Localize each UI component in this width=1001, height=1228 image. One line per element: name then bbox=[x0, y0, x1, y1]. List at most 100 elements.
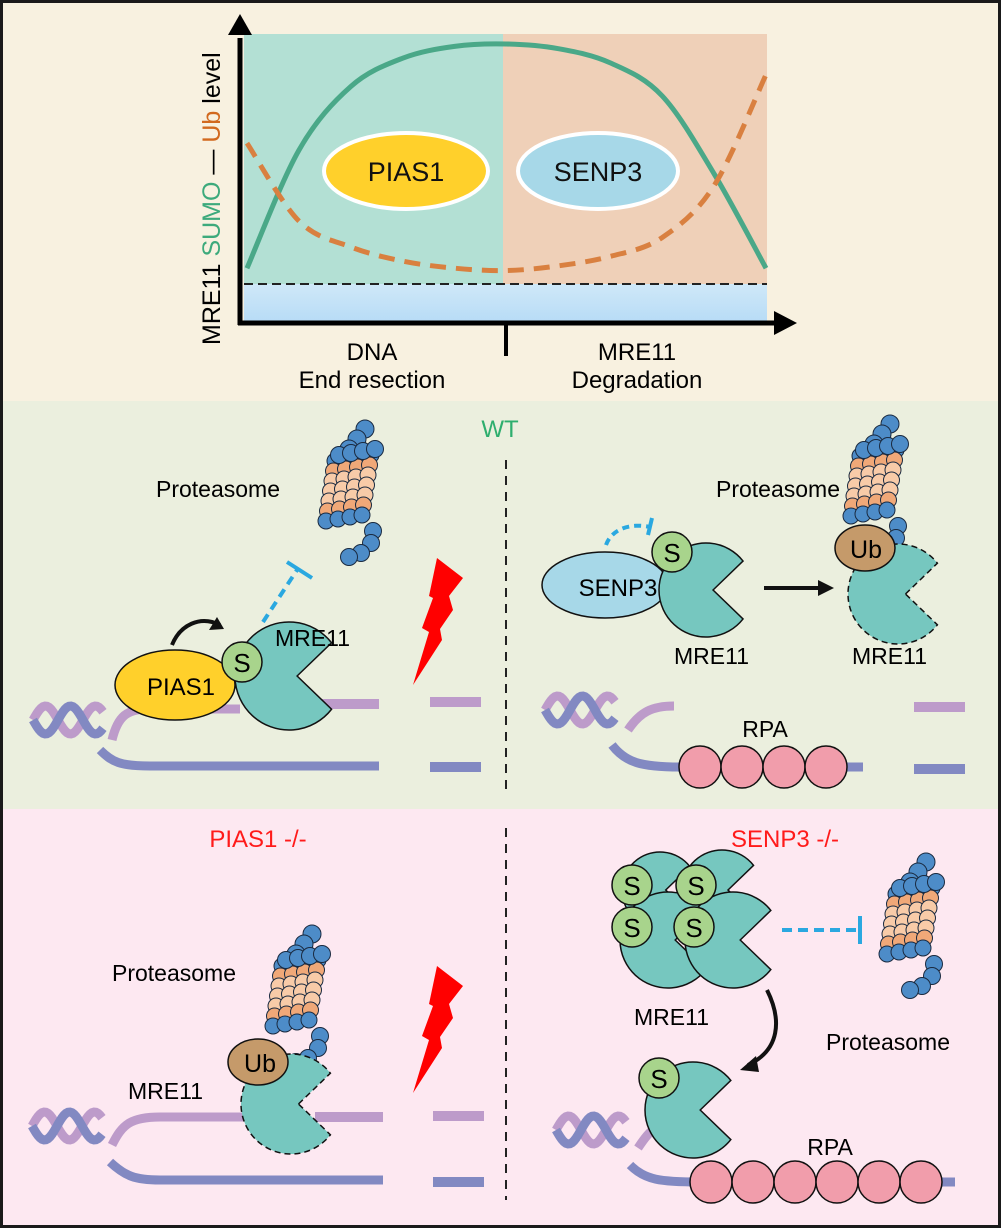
rpa-subunit bbox=[857, 1160, 901, 1204]
wt-right-mre11-label-2: MRE11 bbox=[852, 643, 927, 669]
phase-label-2-line1: MRE11 bbox=[598, 339, 676, 366]
rpa-subunit bbox=[678, 745, 722, 789]
rpa-label: RPA bbox=[807, 1134, 853, 1160]
ub-badge-label: Ub bbox=[850, 536, 882, 564]
ub-badge-label: Ub bbox=[244, 1050, 276, 1078]
y-label-part-sumo: SUMO bbox=[198, 182, 226, 257]
desumoylation-inhibit-bar bbox=[646, 517, 654, 536]
wt-right-mre11-label-1: MRE11 bbox=[674, 643, 749, 669]
dna-broken-top-1 bbox=[315, 1112, 383, 1122]
proteasome-subunit bbox=[927, 873, 945, 891]
senp3-ko-mre11-label: MRE11 bbox=[634, 1004, 709, 1030]
sumo-badge bbox=[611, 906, 653, 948]
proteasome-subunit bbox=[340, 548, 358, 566]
rpa-subunit bbox=[815, 1160, 859, 1204]
dna-damage-bolt-icon bbox=[413, 558, 463, 685]
middle-panel-bg bbox=[3, 401, 998, 809]
rpa-subunit bbox=[720, 745, 764, 789]
dna-helix-icon bbox=[28, 1107, 106, 1145]
dna-strand-bottom bbox=[106, 1158, 383, 1185]
dna-strand-top bbox=[624, 701, 675, 733]
pias1-protein-label: PIAS1 bbox=[147, 674, 215, 701]
rpa-subunit bbox=[689, 1160, 733, 1204]
senp3-ko-title: SENP3 -/- bbox=[731, 826, 839, 853]
proteasome-icon bbox=[264, 924, 331, 1071]
inhibit-line bbox=[261, 568, 299, 624]
sumo-badge bbox=[638, 1057, 680, 1099]
wt-title: WT bbox=[481, 416, 519, 443]
phase-label-1-line1: DNA bbox=[347, 339, 398, 366]
level-chart: MRE11 SUMO — Ub level PIAS1 SENP3 DNA En… bbox=[198, 14, 797, 394]
dna-broken-top-2 bbox=[430, 697, 481, 707]
rpa-subunit bbox=[773, 1160, 817, 1204]
helix-strand-a bbox=[28, 1107, 106, 1145]
series-layer bbox=[244, 41, 769, 274]
baseline-band bbox=[244, 284, 767, 321]
sumo-badge bbox=[611, 864, 653, 906]
desumoylation-inhibit-arc bbox=[604, 523, 651, 546]
dna-broken-bottom bbox=[914, 764, 965, 774]
y-label-part-mre11: MRE11 bbox=[198, 257, 226, 345]
wt-left-proteasome-label: Proteasome bbox=[156, 476, 280, 502]
wt-right-proteasome-label: Proteasome bbox=[716, 476, 840, 502]
helix-strand-a bbox=[552, 1111, 630, 1149]
wt-left-mre11-label: MRE11 bbox=[275, 625, 350, 651]
dna-broken-top bbox=[914, 702, 965, 712]
sumo-badge-label: S bbox=[623, 913, 640, 943]
senp3-ellipse-group: SENP3 bbox=[516, 131, 680, 211]
dna-broken-top-2 bbox=[433, 1111, 484, 1121]
proteasome-subunit bbox=[914, 939, 932, 957]
dna-strand-top bbox=[107, 1112, 250, 1148]
rpa-chain bbox=[678, 745, 848, 789]
sumo-badge-label: S bbox=[685, 913, 702, 943]
dna-broken-bottom-2 bbox=[433, 1177, 484, 1187]
senp3-ko-proteasome-label: Proteasome bbox=[826, 1029, 950, 1055]
sumo-badge bbox=[651, 531, 693, 573]
proteasome-subunit bbox=[901, 981, 919, 999]
rpa-subunit bbox=[762, 745, 806, 789]
sumo-badge-label: S bbox=[623, 871, 640, 901]
dna-helix-icon bbox=[552, 1111, 630, 1149]
rpa-subunit bbox=[804, 745, 848, 789]
dna-broken-top-1 bbox=[312, 699, 379, 709]
sumo-badge-label: S bbox=[687, 871, 704, 901]
proteasome-subunit bbox=[300, 1011, 318, 1029]
sumo-badge bbox=[675, 864, 717, 906]
proteasome-subunit bbox=[878, 501, 896, 519]
helix-strand-b bbox=[552, 1111, 630, 1149]
x-axis-arrowhead bbox=[774, 311, 797, 335]
y-axis-arrowhead bbox=[228, 14, 252, 35]
dna-strand-bottom bbox=[96, 746, 379, 771]
proteasome-icon bbox=[317, 419, 384, 566]
senp3-ellipse bbox=[516, 131, 680, 211]
proteasome-subunit bbox=[313, 945, 331, 963]
proteasome-subunit bbox=[353, 506, 371, 524]
dna-broken-bottom-2 bbox=[430, 762, 481, 772]
series-line-sumo bbox=[244, 41, 769, 270]
y-axis-label: MRE11 SUMO — Ub level bbox=[198, 52, 226, 345]
senp3-ellipse-label: SENP3 bbox=[554, 157, 643, 187]
y-label-part-ub: Ub bbox=[198, 111, 226, 143]
sumo-badge-label: S bbox=[663, 538, 680, 568]
phase-label-1-line2: End resection bbox=[299, 367, 446, 394]
helix-strand-a bbox=[29, 701, 107, 739]
wt-left-scene: Proteasome PIAS1 S MRE11 bbox=[29, 419, 481, 772]
helix-strand-b bbox=[541, 691, 619, 729]
proteasome-subunit bbox=[366, 440, 384, 458]
ub-badge bbox=[227, 1038, 289, 1086]
sumo-badge bbox=[673, 906, 715, 948]
pias1-ellipse-label: PIAS1 bbox=[368, 157, 445, 187]
rpa-subunit bbox=[899, 1160, 943, 1204]
sumo-badge bbox=[221, 641, 263, 683]
sumo-badge-label: S bbox=[233, 648, 250, 678]
dna-helix-icon bbox=[541, 691, 619, 729]
helix-strand-b bbox=[28, 1107, 106, 1145]
helix-strand-b bbox=[29, 701, 107, 739]
ub-badge bbox=[834, 524, 896, 572]
wt-right-scene: Proteasome SENP3 S MRE11 Ub MRE11 RPA bbox=[541, 414, 965, 789]
helix-strand-a bbox=[541, 691, 619, 729]
series-line-ub bbox=[244, 73, 769, 274]
rpa-chain bbox=[689, 1160, 943, 1204]
y-label-part-dash: — bbox=[198, 143, 226, 182]
